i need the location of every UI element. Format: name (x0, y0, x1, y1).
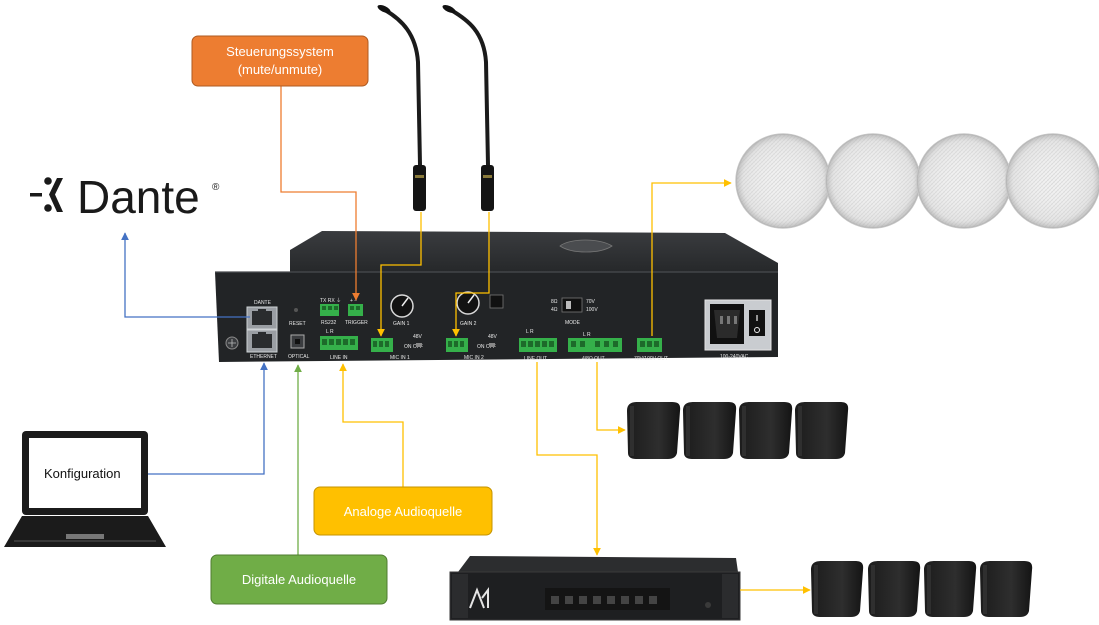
line-mic-1 (377, 212, 422, 337)
power-voltage-label: 100-240VAC (720, 354, 749, 360)
out-4-8-lr-label: L R (583, 332, 591, 338)
line-70-100v-ceiling (651, 179, 732, 336)
analog-source-label: Analoge Audioquelle (344, 504, 463, 519)
phantom-48v-1-label: 48V (413, 334, 423, 340)
gooseneck-microphone-1 (377, 4, 426, 211)
control-system-label-line-1: Steuerungssystem (226, 44, 334, 59)
rs232-terminal (320, 304, 339, 316)
laptop-label: Konfiguration (44, 466, 121, 481)
optical-port (290, 334, 305, 349)
digital-source-label: Digitale Audioquelle (242, 572, 356, 587)
line-dante (121, 232, 250, 318)
reset-button (294, 308, 298, 312)
out-4-8-ohm-label: 4/8Ω OUT (582, 356, 605, 362)
wall-speaker-bottom-3 (924, 561, 977, 617)
gain-1-label: GAIN 1 (393, 321, 410, 327)
dante-port (246, 306, 278, 330)
out-70-100v-terminal (637, 338, 662, 352)
rs232-label: RS232 (321, 320, 337, 326)
mic-in-1-terminal (371, 338, 393, 352)
digital-source-box: Digitale Audioquelle (210, 554, 388, 605)
gain-2-knob (456, 291, 480, 315)
mode-label: MODE (565, 320, 581, 326)
line-in-label: LINE IN (330, 355, 348, 361)
line-4-8-ohm-speakers (596, 362, 626, 434)
line-mic-2 (452, 212, 490, 337)
mode-8-ohm-label: 8Ω (551, 299, 558, 305)
ceiling-speaker-3 (916, 133, 1012, 229)
line-out-label: LINE OUT (524, 356, 547, 362)
rack-amplifier-logo-icon (469, 587, 489, 609)
line-control-trigger (280, 86, 360, 301)
line-out-terminal (519, 338, 557, 352)
ceiling-speaker-2 (825, 133, 921, 229)
power-inlet (704, 299, 772, 351)
dante-registered-mark: ® (212, 182, 220, 193)
mic-in-1-label: MIC IN 1 (390, 355, 410, 361)
phantom-48v-2-label: 48V (488, 334, 498, 340)
optical-label: OPTICAL (288, 354, 310, 360)
line-out-lr-label: L R (526, 329, 534, 335)
mixer-amplifier-device: DANTE ETHERNET RESET OPTICAL TX RX ⏚ RS2… (215, 231, 778, 362)
line-analog-line-in (339, 363, 404, 487)
line-in-terminal (320, 336, 358, 350)
txrx-label: TX RX ⏚ (320, 297, 341, 304)
trigger-label: TRIGGER (345, 320, 368, 326)
ethernet-port-label: ETHERNET (250, 354, 277, 360)
mode-70v-label: 70V (586, 299, 596, 305)
mic-in-2-label: MIC IN 2 (464, 355, 484, 361)
trigger-terminal (348, 304, 363, 316)
ceiling-speaker-1 (735, 133, 831, 229)
phantom-switch-1 (416, 343, 422, 347)
line-ethernet-laptop (148, 362, 268, 475)
gain-1-knob (390, 294, 414, 318)
analog-source-box: Analoge Audioquelle (313, 486, 493, 536)
reset-label: RESET (289, 321, 306, 327)
dante-port-label: DANTE (254, 300, 272, 306)
wall-speaker-mid-3 (739, 402, 793, 459)
dante-logo-icon (30, 177, 63, 212)
line-line-out-amplifier (536, 362, 601, 556)
control-system-label-line-2: (mute/unmute) (238, 62, 323, 77)
wall-speaker-bottom-1 (811, 561, 864, 617)
mic-in-2-terminal (446, 338, 468, 352)
laptop: Konfiguration (4, 431, 166, 547)
phantom-switch-2-label: ON OFF (477, 344, 496, 350)
gooseneck-microphone-2 (442, 4, 494, 211)
wall-speaker-mid-2 (683, 402, 737, 459)
phantom-switch-1-label: ON OFF (404, 344, 423, 350)
mode-4-ohm-label: 4Ω (551, 307, 558, 313)
out-70-100v-label: 70V/100V OUT (634, 356, 668, 362)
mode-100v-label: 100V (586, 307, 598, 313)
mode-switch (561, 297, 583, 313)
ethernet-port (246, 329, 278, 353)
dante-logo-text: Dante (77, 171, 200, 223)
wall-speaker-mid-4 (795, 402, 849, 459)
ceiling-speaker-4 (1005, 133, 1099, 229)
phantom-switch-2 (489, 343, 495, 347)
wall-speaker-bottom-2 (868, 561, 921, 617)
gain-2-label: GAIN 2 (460, 321, 477, 327)
out-4-8-ohm-terminal (568, 338, 622, 352)
device-top-panel (290, 231, 778, 272)
line-in-lr-label: L R (326, 329, 334, 335)
rack-power-amplifier (449, 556, 741, 621)
wall-speaker-mid-1 (627, 402, 681, 459)
wall-speaker-bottom-4 (980, 561, 1033, 617)
control-system-box: Steuerungssystem (mute/unmute) (191, 35, 369, 87)
dante-logo: Dante ® (30, 171, 220, 223)
trigger-pins-label: + − (350, 298, 357, 304)
